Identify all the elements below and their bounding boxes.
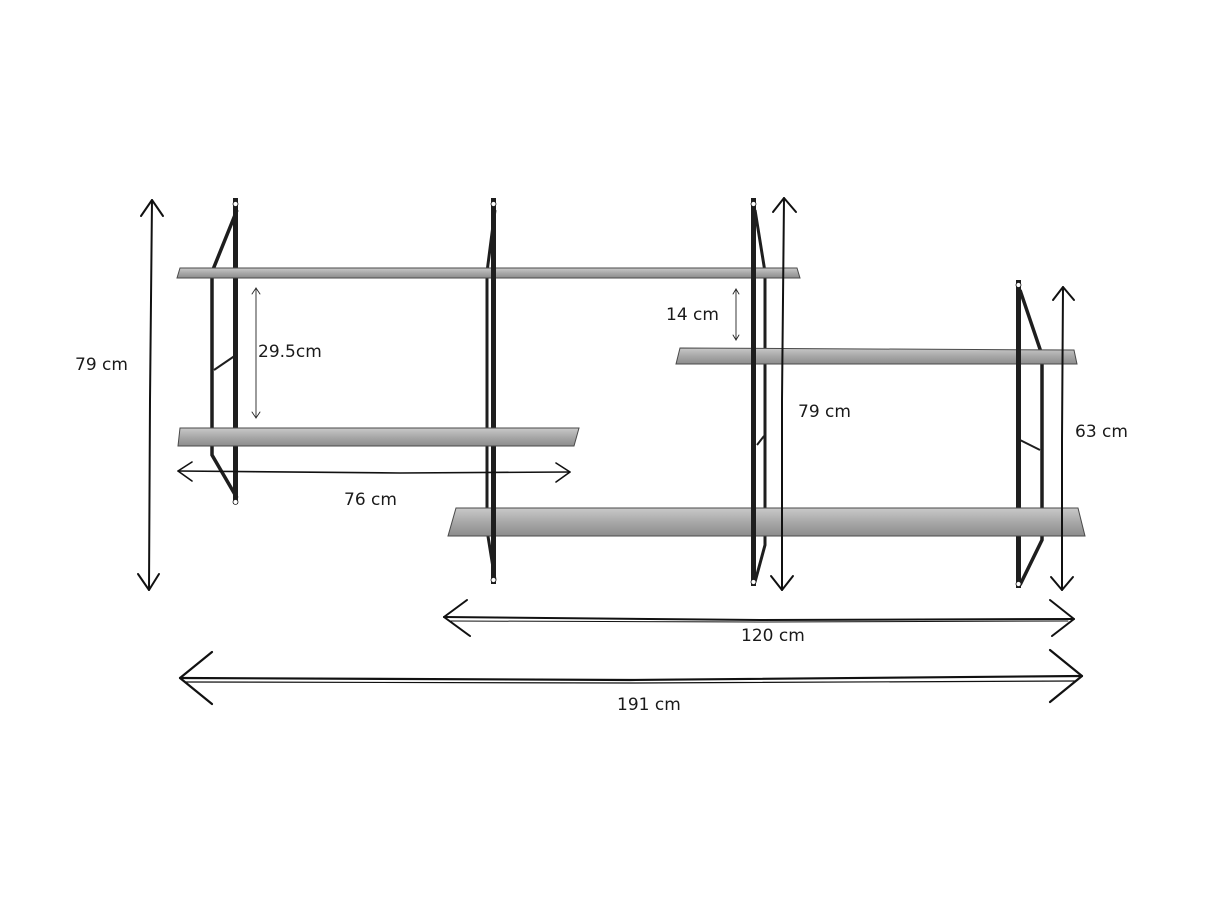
left-width-arrow	[177, 461, 571, 483]
top-gap-arrow	[732, 288, 740, 341]
shelf-spacing-arrow	[251, 287, 261, 419]
shelf-lower-left	[177, 427, 580, 447]
total-width-arrow	[178, 648, 1084, 706]
shelf-upper-right	[675, 347, 1078, 365]
right-height-label: 63 cm	[1075, 422, 1128, 442]
middle-height-label: 79 cm	[798, 402, 851, 422]
shelf-spacing-label: 29.5cm	[258, 342, 322, 362]
right-height-arrow	[1050, 286, 1075, 591]
left-height-label: 79 cm	[75, 355, 128, 375]
center-right-frame	[750, 198, 767, 586]
middle-height-arrow	[770, 197, 797, 591]
center-left-frame	[485, 198, 497, 584]
shelf-bottom-right	[447, 507, 1086, 537]
top-gap-label: 14 cm	[666, 305, 719, 325]
right-width-arrow	[443, 599, 1075, 637]
right-width-label: 120 cm	[741, 626, 805, 646]
total-width-label: 191 cm	[617, 695, 681, 715]
shelf-top-left	[176, 267, 801, 279]
left-width-label: 76 cm	[344, 490, 397, 510]
right-frame	[1015, 280, 1044, 588]
left-height-arrow	[137, 199, 164, 591]
left-frame	[210, 198, 239, 505]
